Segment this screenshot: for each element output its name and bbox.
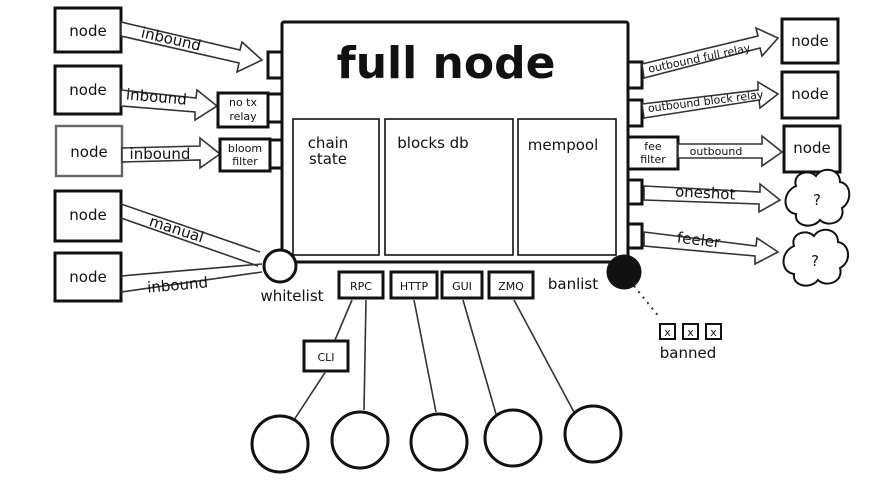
blocks-db-label: blocks db: [397, 134, 468, 152]
left-node-1-label: node: [69, 22, 106, 40]
outbound-label: outbound: [690, 145, 743, 158]
mempool-label: mempool: [528, 136, 599, 154]
no-tx-relay-label-2: relay: [229, 110, 257, 123]
rpc-to-client-line: [363, 299, 367, 411]
client-circle-5: [563, 404, 623, 464]
inbound-line-5b: [120, 271, 263, 293]
full-node-title: full node: [337, 38, 556, 89]
outbound-full-relay-arrow: [641, 26, 780, 79]
inbound-arrow-2: [120, 88, 219, 122]
gui-interface: [440, 270, 484, 300]
zmq-label: ZMQ: [498, 280, 524, 293]
left-node-4-label: node: [69, 206, 106, 224]
banlist-dotted-link: [633, 285, 661, 319]
banned-mark-1: x: [664, 326, 671, 339]
manual-label: manual: [147, 212, 206, 246]
http-interface: [389, 270, 439, 300]
client-circle-4: [483, 408, 543, 468]
left-node-5: [53, 251, 123, 303]
client-circle-3: [409, 412, 469, 472]
bloom-filter-label: bloom: [228, 142, 262, 155]
blocks-db-box: [384, 118, 514, 256]
left-node-4: [53, 189, 123, 243]
right-peers: outbound full relay node outbound block …: [626, 17, 851, 287]
right-node-3-label: node: [793, 139, 830, 157]
outbound-block-relay-arrow: [641, 80, 780, 119]
no-tx-relay-label: no tx: [229, 96, 258, 109]
chain-state-box: [292, 118, 380, 256]
feeler-label: feeler: [676, 228, 722, 251]
banlist-circle: [606, 254, 642, 290]
mempool-box: [517, 118, 617, 256]
outbound-arrow: [677, 134, 784, 168]
right-port-4: [626, 178, 644, 206]
right-node-2: [780, 70, 840, 120]
inbound-label-1: inbound: [139, 24, 202, 55]
bloom-filter: [218, 137, 272, 173]
client-circle-2: [330, 410, 390, 470]
inbound-arrow-3: [121, 136, 222, 170]
inbound-label-3: inbound: [130, 145, 191, 163]
interfaces: RPC HTTP GUI ZMQ CLI: [250, 270, 623, 474]
gui-to-client-line: [462, 299, 497, 415]
whitelist-label: whitelist: [260, 287, 323, 305]
cli-label: CLI: [317, 351, 334, 364]
rpc-interface: [337, 270, 385, 300]
right-node-2-label: node: [791, 85, 828, 103]
fee-filter-label: fee: [644, 140, 662, 153]
whitelist-circle: [262, 248, 298, 284]
inbound-label-2: inbound: [125, 85, 187, 108]
left-node-1: [53, 6, 123, 54]
left-node-2-label: node: [69, 81, 106, 99]
inbound-line-5a: [120, 263, 263, 277]
banned-label: banned: [660, 344, 716, 362]
rpc-label: RPC: [350, 280, 372, 293]
banned-mark-3: x: [710, 326, 717, 339]
outbound-block-relay-label: outbound block relay: [647, 88, 764, 115]
bloom-filter-label-2: filter: [232, 155, 258, 168]
left-port-1: [266, 50, 284, 80]
right-port-2: [626, 98, 644, 128]
manual-line-a: [120, 203, 261, 253]
cloud-node-1-mark: ?: [813, 191, 821, 209]
banned-list: x x x banned: [659, 323, 722, 362]
oneshot-label: oneshot: [675, 182, 736, 203]
cli-box: [302, 339, 350, 373]
cloud-node-2: ?: [782, 228, 849, 287]
feeler-arrow: [643, 231, 780, 266]
right-port-1: [626, 60, 644, 90]
manual-line-b: [120, 217, 259, 267]
left-node-5-label: node: [69, 268, 106, 286]
left-peers: node inbound node inbound no tx relay no…: [53, 6, 272, 303]
inbound-arrow-1: [120, 20, 264, 74]
right-node-1-label: node: [791, 32, 828, 50]
right-node-1: [780, 17, 840, 65]
right-node-3: [782, 124, 842, 174]
zmq-to-client-line: [513, 299, 576, 415]
banlist-label: banlist: [548, 275, 598, 293]
cli-to-client-line: [293, 370, 327, 421]
fee-filter-label-2: filter: [640, 153, 666, 166]
http-label: HTTP: [400, 280, 429, 293]
cloud-node-1: ?: [784, 168, 851, 227]
no-tx-relay-filter: [216, 91, 270, 129]
gui-label: GUI: [452, 280, 472, 293]
client-circle-1: [250, 414, 310, 474]
http-to-client-line: [413, 299, 437, 413]
banned-mark-2: x: [687, 326, 694, 339]
zmq-interface: [487, 270, 535, 300]
cloud-node-2-mark: ?: [811, 252, 819, 270]
oneshot-arrow: [643, 182, 782, 214]
right-port-5: [626, 222, 644, 250]
left-node-3-label: node: [70, 143, 107, 161]
left-port-2: [266, 92, 284, 124]
inbound-label-5: inbound: [146, 273, 208, 296]
rpc-to-cli-line: [334, 299, 353, 341]
